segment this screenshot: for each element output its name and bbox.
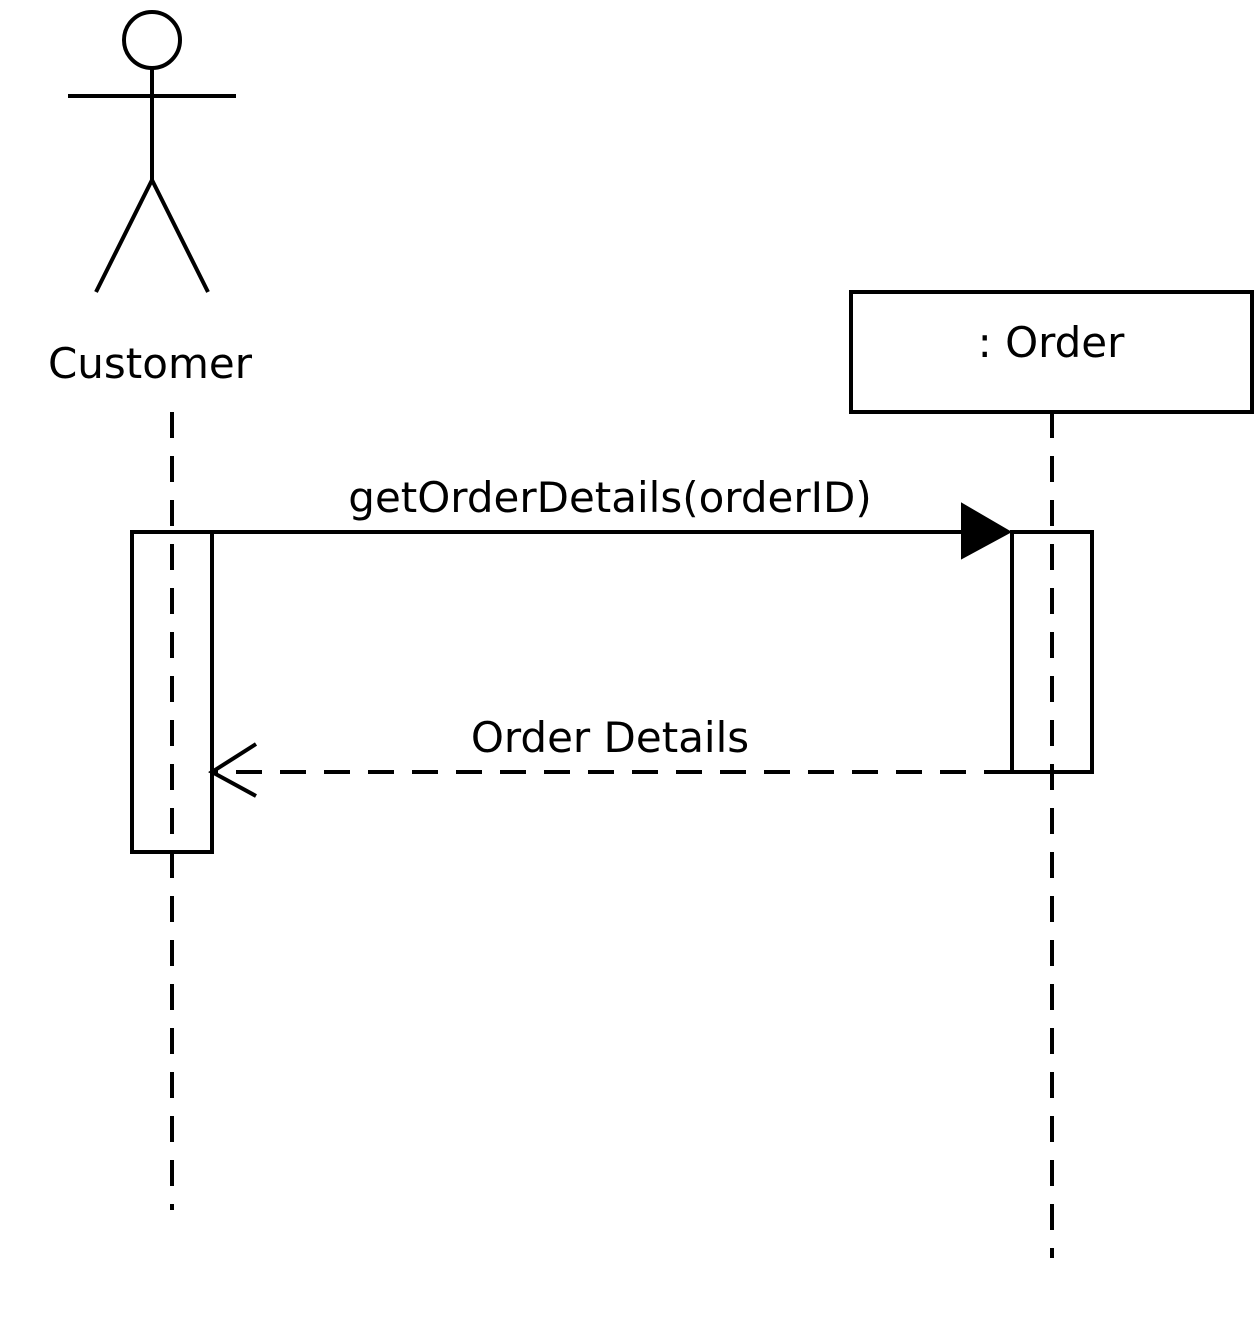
- order-activation-bar: [1010, 530, 1094, 774]
- reply-message-arrow: [208, 742, 1010, 798]
- customer-actor-label: Customer: [48, 339, 253, 388]
- call-message-label: getOrderDetails(orderID): [348, 473, 871, 522]
- open-arrowhead-icon: [208, 742, 258, 798]
- reply-message-label: Order Details: [471, 713, 749, 762]
- order-object-label: : Order: [978, 318, 1126, 367]
- call-message-arrow: [212, 502, 1013, 560]
- customer-actor-icon: [68, 10, 236, 293]
- order-object-box: [849, 290, 1254, 414]
- customer-activation-bar: [130, 530, 214, 854]
- filled-arrowhead-icon: [961, 502, 1013, 560]
